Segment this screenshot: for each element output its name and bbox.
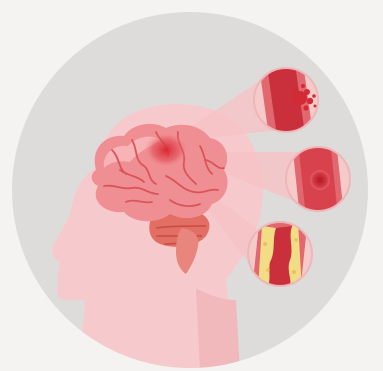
hemorrhage-hotspot	[144, 132, 188, 168]
blood-clot	[310, 170, 330, 190]
neck-shadow	[196, 288, 240, 371]
